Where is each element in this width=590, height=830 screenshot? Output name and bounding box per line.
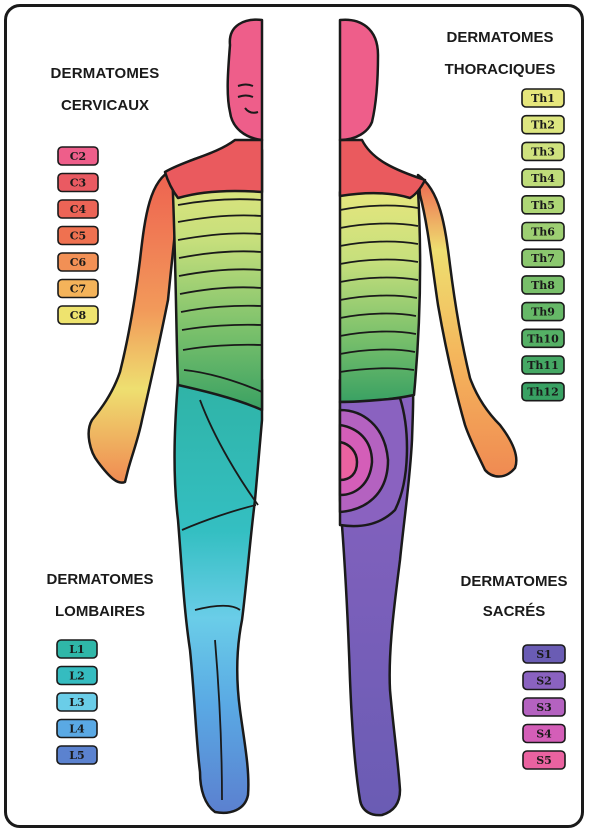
- lumbar-key-label: L1: [69, 643, 84, 656]
- thoracic-key-label: Th12: [527, 386, 559, 399]
- cervical-key-label: C2: [70, 150, 86, 163]
- thoracic-key-label: Th4: [531, 172, 555, 185]
- thoracic-key-label: Th10: [527, 332, 559, 345]
- thoracic-key-label: Th2: [531, 119, 555, 132]
- sacral-key-label: S1: [536, 648, 552, 661]
- cervical-key-label: C4: [70, 203, 87, 216]
- back-body: [340, 20, 516, 815]
- lumbar-key-label: L5: [69, 749, 84, 762]
- sacral-key-label: S4: [536, 728, 552, 741]
- sacral-key-label: S2: [536, 675, 552, 688]
- cervical-key-label: C8: [70, 309, 87, 322]
- lumbar-title-line2: LOMBAIRES: [55, 603, 145, 620]
- thoracic-key-label: Th7: [531, 252, 555, 265]
- sacral-title-line1: DERMATOMES: [461, 573, 568, 590]
- cervical-title-line1: DERMATOMES: [51, 65, 160, 82]
- lumbar-key-label: L2: [69, 670, 84, 683]
- front-body: [89, 20, 262, 813]
- cervical-title-line2: CERVICAUX: [61, 97, 149, 114]
- cervical-key-label: C7: [70, 283, 86, 296]
- sacral-key-label: S3: [536, 701, 552, 714]
- sacral-key-label: S5: [536, 754, 552, 767]
- thoracic-key-label: Th11: [527, 359, 559, 372]
- thoracic-title-line2: THORACIQUES: [445, 61, 556, 78]
- thoracic-key-label: Th1: [531, 92, 555, 105]
- thoracic-key-label: Th9: [531, 306, 555, 319]
- cervical-key-label: C3: [70, 177, 86, 190]
- lumbar-title-line1: DERMATOMES: [47, 571, 154, 588]
- thoracic-key-label: Th5: [531, 199, 555, 212]
- cervical-key-label: C6: [70, 256, 87, 269]
- thoracic-key-label: Th3: [531, 145, 555, 158]
- lumbar-key-label: L4: [69, 723, 85, 736]
- lumbar-key-label: L3: [69, 696, 84, 709]
- thoracic-key-label: Th6: [531, 226, 555, 239]
- cervical-key-label: C5: [70, 230, 86, 243]
- thoracic-title-line1: DERMATOMES: [447, 29, 554, 46]
- thoracic-key-label: Th8: [531, 279, 555, 292]
- sacral-title-line2: SACRÉS: [483, 603, 546, 620]
